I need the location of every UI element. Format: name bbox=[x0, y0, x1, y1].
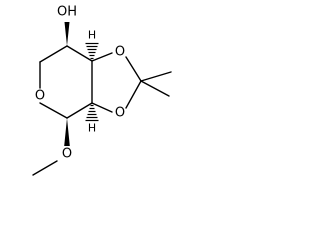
atom-labels: OH O O O O H H bbox=[35, 5, 125, 162]
dioxolane-oxygen-lower-label: O bbox=[115, 106, 125, 121]
bond-c3-c4 bbox=[66, 45, 93, 62]
wedge-bond-c1-ome bbox=[64, 118, 70, 146]
bond-c3-o-upper bbox=[91, 52, 113, 62]
hydroxyl-label: OH bbox=[57, 5, 77, 20]
molecule-structure-diagram: OH O O O O H H bbox=[32, 5, 172, 176]
hydrogen-upper-label: H bbox=[88, 29, 96, 42]
bond-c1-c2 bbox=[66, 102, 93, 119]
ring-oxygen-label: O bbox=[35, 89, 45, 104]
hash-bond-c3-h bbox=[85, 42, 99, 60]
bond-cme2-methyl-1 bbox=[140, 71, 172, 82]
bond-cme2-methyl-2 bbox=[140, 80, 170, 97]
bond-o-lower-cme2 bbox=[125, 80, 142, 109]
wedge-bond-c4-oh bbox=[64, 22, 70, 46]
methoxy-oxygen-label: O bbox=[62, 147, 72, 162]
bonds bbox=[32, 45, 172, 176]
hydrogen-lower-label: H bbox=[88, 122, 96, 135]
bond-c2-o-lower bbox=[91, 102, 113, 113]
hash-bond-c2-h bbox=[85, 104, 99, 122]
dioxolane-oxygen-upper-label: O bbox=[115, 45, 125, 60]
bond-o-upper-cme2 bbox=[125, 56, 142, 82]
bond-o-ring-c1 bbox=[39, 102, 68, 119]
bond-c4-c5 bbox=[39, 45, 68, 63]
bond-o-methoxy-methyl bbox=[32, 160, 58, 176]
